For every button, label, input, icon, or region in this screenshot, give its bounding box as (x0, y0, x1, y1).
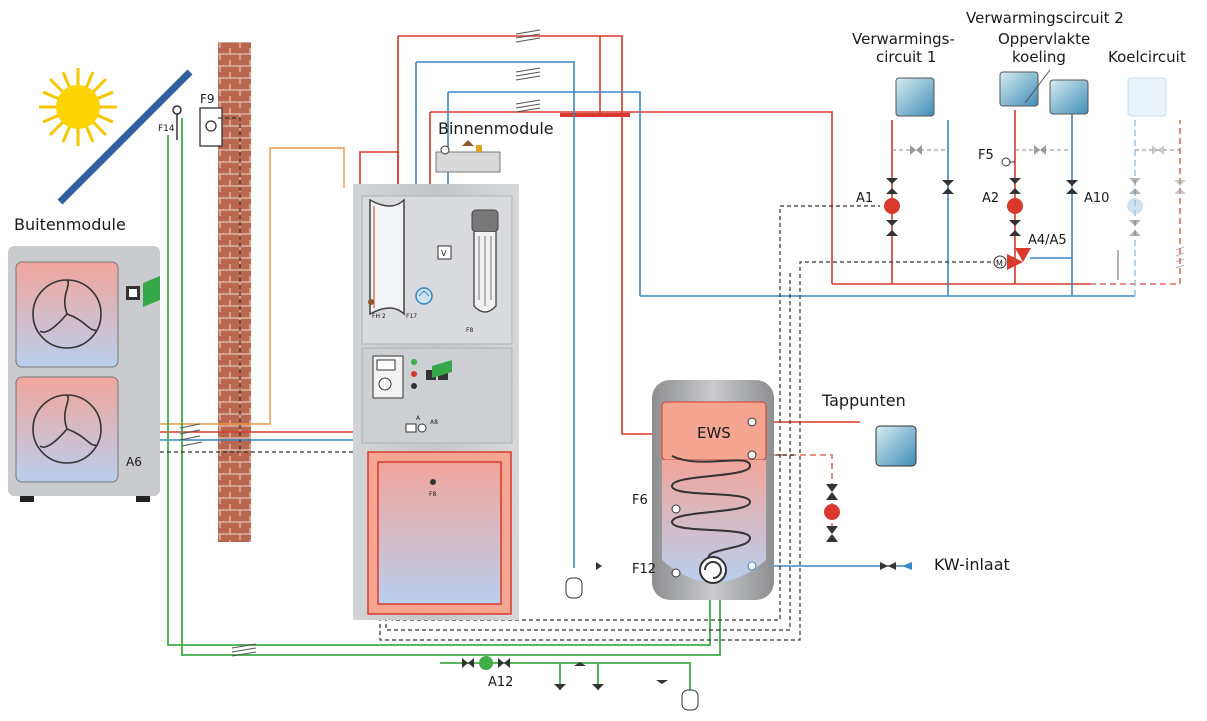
ews-label: EWS (697, 424, 731, 442)
f6-label: F6 (632, 493, 648, 508)
oppervlakte-koeling-label-line2: koeling (1012, 48, 1066, 66)
tank-port-icon (747, 417, 757, 427)
oppervlakte-koeling-label-line1: Oppervlakte (998, 30, 1090, 48)
controller-panel (372, 355, 404, 399)
f5-sensor-icon (1001, 157, 1011, 167)
tank-port-icon (747, 561, 757, 571)
tap-point-icon (875, 425, 917, 467)
wall-penetration-marks (179, 29, 541, 657)
a-label: A (416, 415, 421, 422)
verwarmingscircuit1-label-line2: circuit 1 (876, 48, 936, 66)
brick-wall (218, 42, 251, 542)
f17-label: F17 (406, 313, 417, 320)
sun-icon (39, 68, 117, 146)
a8-label: A8 (430, 419, 438, 426)
f8-top-label: F8 (466, 327, 473, 334)
a8-valve-icon (417, 423, 427, 433)
a12-pump-icon (462, 656, 510, 670)
solar-coil-connection-icon (699, 556, 727, 584)
f6-sensor-icon (671, 504, 681, 514)
f5-label: F5 (978, 148, 994, 163)
hot-water-pipes (160, 35, 1090, 540)
tank-port-icon (747, 450, 757, 460)
koelcircuit-label: Koelcircuit (1108, 48, 1186, 66)
return-valve-icons (942, 180, 1078, 194)
a1-label: A1 (856, 191, 873, 206)
buitenmodule-label: Buitenmodule (14, 215, 126, 234)
a2-label: A2 (982, 191, 999, 206)
hot-dashed-circuit (750, 120, 1181, 530)
kw-inlaat-label: KW-inlaat (934, 555, 1010, 574)
dhw-circulation-pump-icon (824, 484, 840, 542)
radiator-icon (895, 77, 935, 117)
a1-pump-icon (884, 178, 900, 236)
a10-pump-icon (1127, 178, 1143, 236)
heat-exchanger-icon (369, 198, 405, 316)
f12-sensor-icon (671, 568, 681, 578)
electric-heater-icon (471, 209, 499, 313)
f9-sensor-icon (205, 120, 217, 132)
solar-collector (57, 69, 193, 205)
valve-v-label: V (441, 249, 447, 258)
f8-sensor-icon (430, 479, 436, 485)
a4a5-label: A4/A5 (1028, 233, 1067, 248)
cooling-return-valve-icon (1174, 180, 1186, 194)
cooling-unit-icon (1127, 77, 1167, 117)
verwarmingscircuit2-label: Verwarmingscircuit 2 (966, 9, 1124, 27)
expansion-vessel-icon (565, 562, 602, 599)
a12-label: A12 (488, 675, 513, 690)
a10-label: A10 (1084, 191, 1109, 206)
hot-water-tank (652, 380, 774, 600)
indoor-module-logo-icon (426, 360, 452, 380)
cold-water-inlet-valve-icon (880, 562, 912, 570)
divider-slash (1024, 69, 1051, 104)
outdoor-unit-logo-icon (126, 276, 160, 307)
fh2-sensor-icon (368, 299, 374, 305)
fh2-label: FH 2 (372, 313, 386, 320)
f14-sensor-icon (172, 105, 182, 115)
tank-coil-icon (670, 455, 752, 561)
control-wiring (160, 117, 1000, 641)
mixing-valve-motor-label: M (996, 259, 1003, 268)
expansion-vessel-icon (435, 140, 501, 173)
f8-label: F8 (429, 491, 436, 498)
valve-v-icon (437, 245, 452, 260)
cooling-coil-marks (1117, 246, 1185, 280)
floor-heating-icon (999, 71, 1039, 107)
f9-label: F9 (200, 92, 215, 106)
surface-cooling-icon (1049, 79, 1089, 115)
f12-label: F12 (632, 562, 656, 577)
refrigerant-lines (160, 147, 345, 425)
f14-label: F14 (158, 124, 175, 134)
status-leds (411, 359, 417, 389)
mixing-valve-icon: M (993, 248, 1031, 270)
solar-expansion-vessel-icon (656, 680, 699, 711)
fan-icon (32, 279, 102, 464)
verwarmingscircuit1-label-line1: Verwarmings- (852, 30, 955, 48)
circulation-pump-icon (415, 287, 433, 305)
a-control-icon (405, 423, 417, 433)
bypass-valve-icons (910, 145, 1164, 155)
a6-label: A6 (126, 455, 142, 469)
binnenmodule-label: Binnenmodule (438, 119, 554, 138)
a2-pump-icon (1007, 178, 1023, 236)
solar-valve-icons (554, 662, 604, 690)
tappunten-label: Tappunten (821, 391, 906, 410)
